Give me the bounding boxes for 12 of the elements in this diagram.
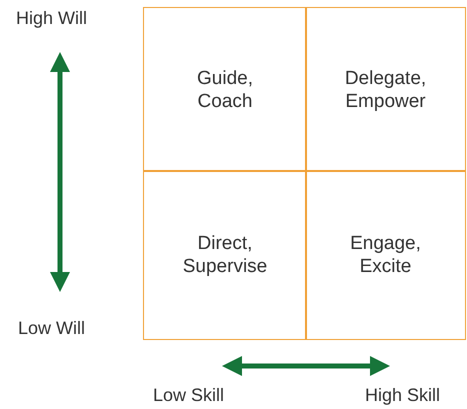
quadrant-label: Direct, Supervise: [182, 232, 268, 278]
axis-label: Low Skill: [153, 385, 224, 406]
quadrant-cell: [305, 170, 466, 340]
quadrant-label: Guide, Coach: [197, 66, 253, 112]
axis-label: High Will: [16, 8, 88, 29]
quadrant-label: Engage, Excite: [350, 232, 421, 278]
quadrant-cell: [305, 7, 466, 172]
quadrant-label: Delegate, Empower: [344, 66, 426, 112]
quadrant-cell: [143, 170, 307, 340]
axis-label: High Skill: [365, 385, 440, 406]
axis-label: Low Will: [18, 318, 86, 339]
quadrant-cell: [143, 7, 307, 172]
